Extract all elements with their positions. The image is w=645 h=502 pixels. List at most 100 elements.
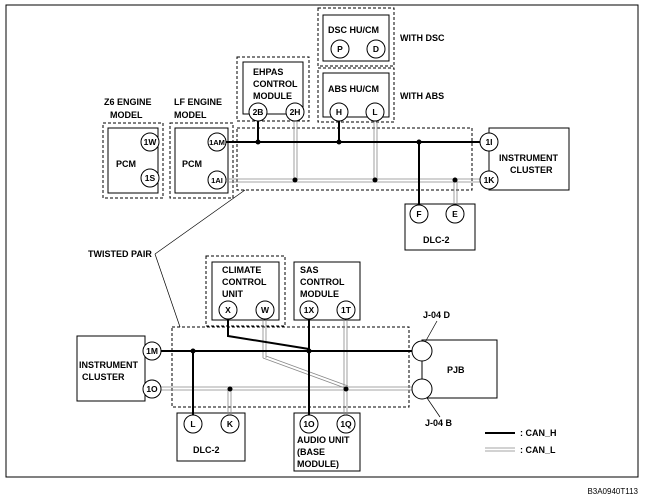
ehpas-pin-2b-circle: [248, 102, 268, 122]
instrument-bottom-line1: INSTRUMENT: [79, 360, 138, 370]
instrument-pin-1o: 1O: [146, 384, 158, 394]
instrument-pin-1m: 1M: [146, 346, 158, 356]
z6-model-line1: Z6 ENGINE: [104, 97, 152, 107]
instrument-cluster-bottom-box: [76, 335, 146, 402]
audio-box: [293, 412, 361, 472]
sas-pin-1t-circle: [336, 300, 356, 320]
dlc2-bottom-pin-l: L: [190, 419, 195, 429]
climate-line3: UNIT: [222, 289, 243, 299]
legend-can-l-label: : CAN_L: [520, 445, 556, 455]
climate-pin-w: W: [261, 305, 270, 315]
z6-pin-1s-circle: [140, 168, 160, 188]
bottom-can-h-wires: [152, 318, 414, 420]
z6-model-line2: MODEL: [110, 110, 143, 120]
z6-pcm-dashed-group: [102, 122, 164, 199]
instrument-pin-1k: 1K: [484, 175, 496, 185]
dsc-dashed-group: [317, 7, 395, 67]
audio-pin-1o-circle: [299, 414, 319, 434]
audio-pin-1q-circle: [336, 414, 356, 434]
z6-pcm-box: [107, 127, 159, 194]
lf-pin-1am: 1AM: [209, 138, 225, 147]
instrument-cluster-top-box: [488, 127, 570, 191]
abs-pin-l: L: [372, 107, 377, 117]
sas-pin-1t: 1T: [341, 305, 352, 315]
climate-box: [211, 261, 280, 321]
abs-pin-h: H: [336, 107, 342, 117]
top-can-l-wires: [225, 120, 489, 204]
dsc-pin-p-circle: [330, 39, 350, 59]
j04b-label: J-04 B: [425, 418, 453, 428]
instrument-pin-1i: 1I: [485, 137, 492, 147]
lf-pin-1am-circle: [207, 132, 227, 152]
dlc2-bottom-pin-k-circle: [220, 414, 240, 434]
lf-pin-1ai: 1AI: [211, 176, 223, 185]
ehpas-line3: MODULE: [253, 91, 292, 101]
instrument-pin-1i-circle: [479, 132, 499, 152]
top-bus-dashed-area: [236, 127, 473, 191]
top-can-h-wires: [225, 120, 482, 208]
audio-pin-1q: 1Q: [340, 419, 352, 429]
figure-code: B3A0940T113: [587, 487, 638, 496]
audio-line2: (BASE: [297, 447, 325, 457]
sas-line2: CONTROL: [300, 277, 345, 287]
sas-box: [293, 261, 361, 321]
ehpas-line1: EHPAS: [253, 67, 283, 77]
abs-box: [322, 72, 390, 118]
ehpas-pin-2h-circle: [285, 102, 305, 122]
dlc2-bottom-pin-k: K: [227, 419, 234, 429]
audio-line3: MODULE): [297, 459, 339, 469]
twisted-pair-leaders: [154, 189, 246, 328]
dlc2-bottom-box: [176, 412, 246, 462]
with-abs-label: WITH ABS: [400, 91, 444, 101]
bottom-bus-dashed-area: [171, 326, 410, 408]
ehpas-pin-2b: 2B: [253, 107, 264, 117]
instrument-pin-1o-circle: [142, 379, 162, 399]
climate-line2: CONTROL: [222, 277, 267, 287]
abs-pin-l-circle: [365, 102, 385, 122]
abs-label: ABS HU/CM: [328, 84, 379, 94]
z6-pcm-label: PCM: [116, 159, 136, 169]
diagram-frame: [5, 4, 639, 478]
dlc2-bottom-label: DLC-2: [193, 445, 220, 455]
climate-dashed-group: [205, 255, 286, 327]
lf-pcm-box: [174, 127, 229, 194]
with-dsc-label: WITH DSC: [400, 33, 445, 43]
sas-line1: SAS: [300, 265, 319, 275]
audio-pin-1o: 1O: [303, 419, 315, 429]
lf-model-line2: MODEL: [174, 110, 207, 120]
lf-pin-1ai-circle: [207, 170, 227, 190]
climate-pin-x: X: [225, 305, 231, 315]
twisted-pair-label: TWISTED PAIR: [88, 249, 152, 259]
lf-model-line1: LF ENGINE: [174, 97, 222, 107]
j04d-label: J-04 D: [423, 310, 451, 320]
dsc-box: [322, 14, 390, 62]
climate-line1: CLIMATE: [222, 265, 261, 275]
dsc-pin-d-circle: [366, 39, 386, 59]
top-junction-dots: [255, 139, 458, 183]
z6-pin-1w: 1W: [144, 137, 158, 147]
dsc-label: DSC HU/CM: [328, 25, 379, 35]
instrument-top-line1: INSTRUMENT: [499, 153, 558, 163]
instrument-pin-1k-circle: [479, 170, 499, 190]
abs-pin-h-circle: [329, 102, 349, 122]
ehpas-dashed-group: [236, 56, 310, 122]
j04d-connector: [411, 340, 433, 362]
dlc2-top-pin-e: E: [452, 209, 458, 219]
instrument-bottom-line2: CLUSTER: [82, 372, 125, 382]
dlc2-top-box: [404, 203, 476, 251]
dsc-pin-p: P: [337, 44, 343, 54]
ehpas-line2: CONTROL: [253, 79, 298, 89]
climate-pin-w-circle: [255, 300, 275, 320]
z6-pin-1s: 1S: [145, 173, 156, 183]
bottom-junction-dots: [190, 348, 349, 392]
sas-line3: MODULE: [300, 289, 339, 299]
pjb-box: [421, 339, 498, 399]
sas-pin-1x-circle: [299, 300, 319, 320]
dsc-pin-d: D: [373, 44, 379, 54]
pjb-label: PJB: [447, 365, 465, 375]
lf-pcm-dashed-group: [169, 122, 234, 199]
j04b-connector: [411, 378, 433, 400]
abs-dashed-group: [317, 67, 395, 123]
instrument-top-line2: CLUSTER: [510, 165, 553, 175]
